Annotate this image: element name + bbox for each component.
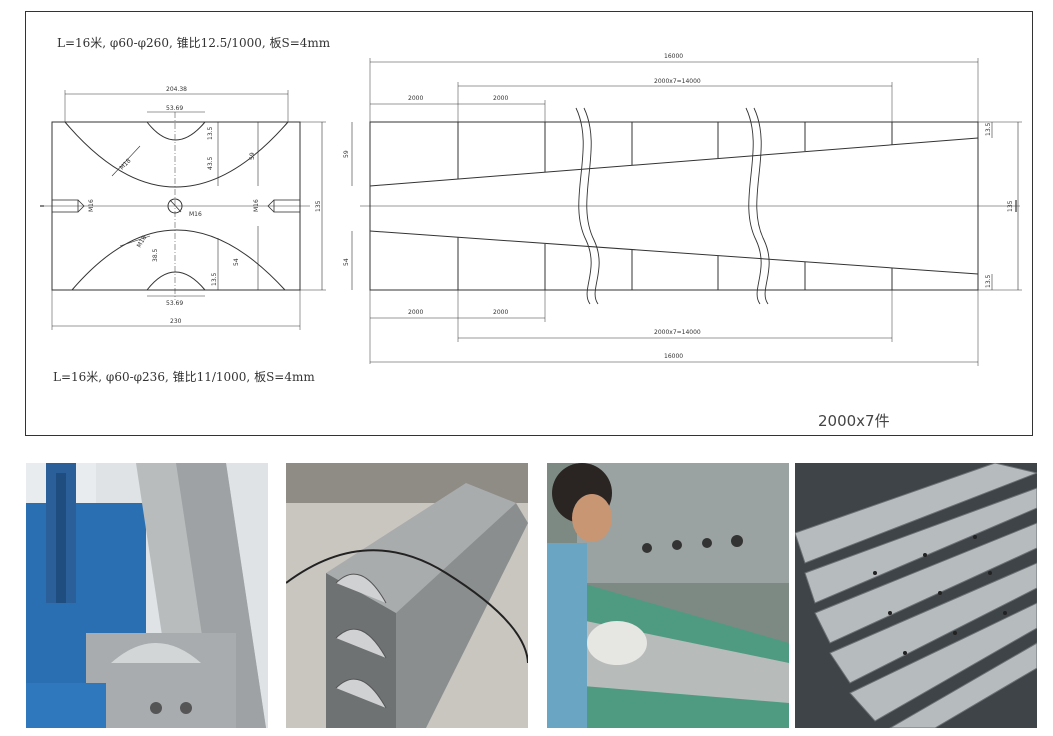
- spec-note-bottom: L=16米, φ60-φ236, 锥比11/1000, 板S=4mm: [53, 370, 315, 384]
- dim-bottom-groove: 53.69: [166, 300, 183, 307]
- dim-bottom-mid: 38.5: [152, 248, 159, 262]
- dim-section-height: 135: [315, 200, 322, 212]
- die-blocks-photo: [286, 463, 528, 728]
- finished-dies-photo: [795, 463, 1037, 728]
- technical-drawing: 204.38 53.69 13.5 43.5 59 M18 M16 M16 M1…: [40, 53, 1022, 366]
- dim-total-top: 16000: [664, 53, 683, 60]
- dim-seg-a-top: 2000: [408, 95, 423, 102]
- lower-small-groove: [146, 271, 206, 291]
- dim-center-thread: M16: [189, 211, 202, 218]
- dim-top-groove: 53.69: [166, 105, 183, 112]
- dim-left-lower: 54: [343, 258, 350, 266]
- upper-groove-arc: [64, 121, 289, 188]
- dim-bottom-right-big: 54: [233, 258, 240, 266]
- upper-small-groove: [146, 121, 206, 141]
- dim-segment-span-top: 2000x7=14000: [654, 78, 701, 85]
- dim-top-right-small: 13.5: [207, 126, 214, 140]
- press-brake-machine-photo: [26, 463, 268, 728]
- dim-bottom-width: 230: [170, 318, 182, 325]
- dim-seg-b-top: 2000: [493, 95, 508, 102]
- dim-top-thread: M18: [118, 157, 132, 171]
- lower-taper-line: [369, 230, 979, 275]
- dim-right-height: 135: [1007, 200, 1014, 212]
- dim-top-width: 204.38: [166, 86, 187, 93]
- center-hole: [167, 198, 183, 214]
- dim-right-bottom: 13.5: [985, 274, 992, 288]
- dim-left-thread: M16: [88, 199, 95, 212]
- dim-segment-span-bottom: 2000x7=14000: [654, 329, 701, 336]
- dim-top-right-big: 59: [249, 152, 256, 160]
- piece-count-label: 2000x7件: [818, 412, 890, 430]
- spec-note-top: L=16米, φ60-φ260, 锥比12.5/1000, 板S=4mm: [57, 36, 331, 50]
- lower-groove-arc: [71, 229, 286, 291]
- elevation-view: [351, 58, 1022, 366]
- worker-bending-photo: [547, 463, 789, 728]
- drawing-frame: [25, 11, 1033, 436]
- upper-taper-line: [369, 137, 979, 187]
- dim-top-mid: 43.5: [207, 156, 214, 170]
- dim-total-bottom: 16000: [664, 353, 683, 360]
- cross-section-view: [40, 90, 326, 330]
- dim-bottom-thread: M18: [136, 234, 149, 249]
- dim-right-thread: M16: [253, 199, 260, 212]
- dim-seg-a-bottom: 2000: [408, 309, 423, 316]
- dim-seg-b-bottom: 2000: [493, 309, 508, 316]
- dim-bottom-right-small: 13.5: [211, 272, 218, 286]
- dim-left-upper: 59: [343, 150, 350, 158]
- dim-right-top: 13.5: [985, 122, 992, 136]
